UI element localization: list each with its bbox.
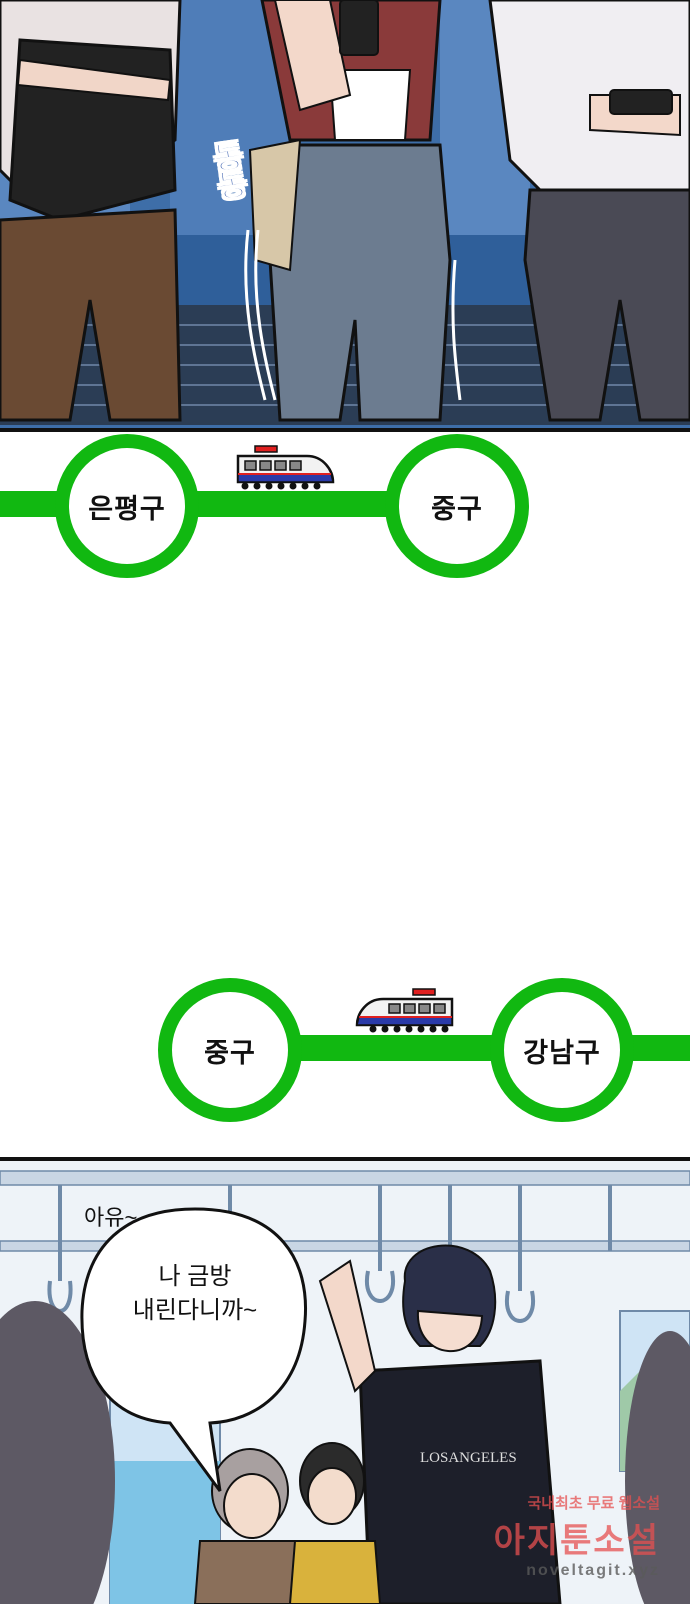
train-icon [355,988,454,1033]
watermark-url: noveltagit.xyz [526,1562,660,1579]
shirt-print: LOSANGELES [420,1450,517,1466]
station-gangnam: 강남구 [490,978,634,1122]
aside-remark: 아유~ [84,1205,138,1230]
watermark-tagline: 국내최초 무료 웹소설 [527,1495,660,1512]
speech-line: 내린다니까~ [132,1297,258,1324]
seated-passengers-illustration [0,0,690,428]
comic-panel-seated-passengers: 동동 [0,0,690,432]
train-icon [236,445,335,490]
site-watermark: 국내최초 무료 웹소설 아지툰소설 noveltagit.xyz [494,1492,660,1580]
sound-effect-text: 동동 [206,137,250,199]
station-label: 강남구 [523,1037,601,1068]
station-label: 중구 [431,493,483,524]
speech-bubble: 나 금방 내린다니까~ [100,1260,290,1328]
station-junggu-2: 중구 [158,978,302,1122]
station-junggu-1: 중구 [385,434,529,578]
station-eunpyeong: 은평구 [55,434,199,578]
speech-line: 나 금방 [158,1263,232,1290]
subway-interior-illustration [0,1161,690,1604]
route-map-panel: 은평구 중구 중구 강남구 [0,432,690,1156]
station-label: 은평구 [88,493,166,524]
comic-panel-standing-passengers [0,1157,690,1604]
watermark-logo-text: 아지툰소설 [493,1522,660,1560]
station-label: 중구 [204,1037,256,1068]
